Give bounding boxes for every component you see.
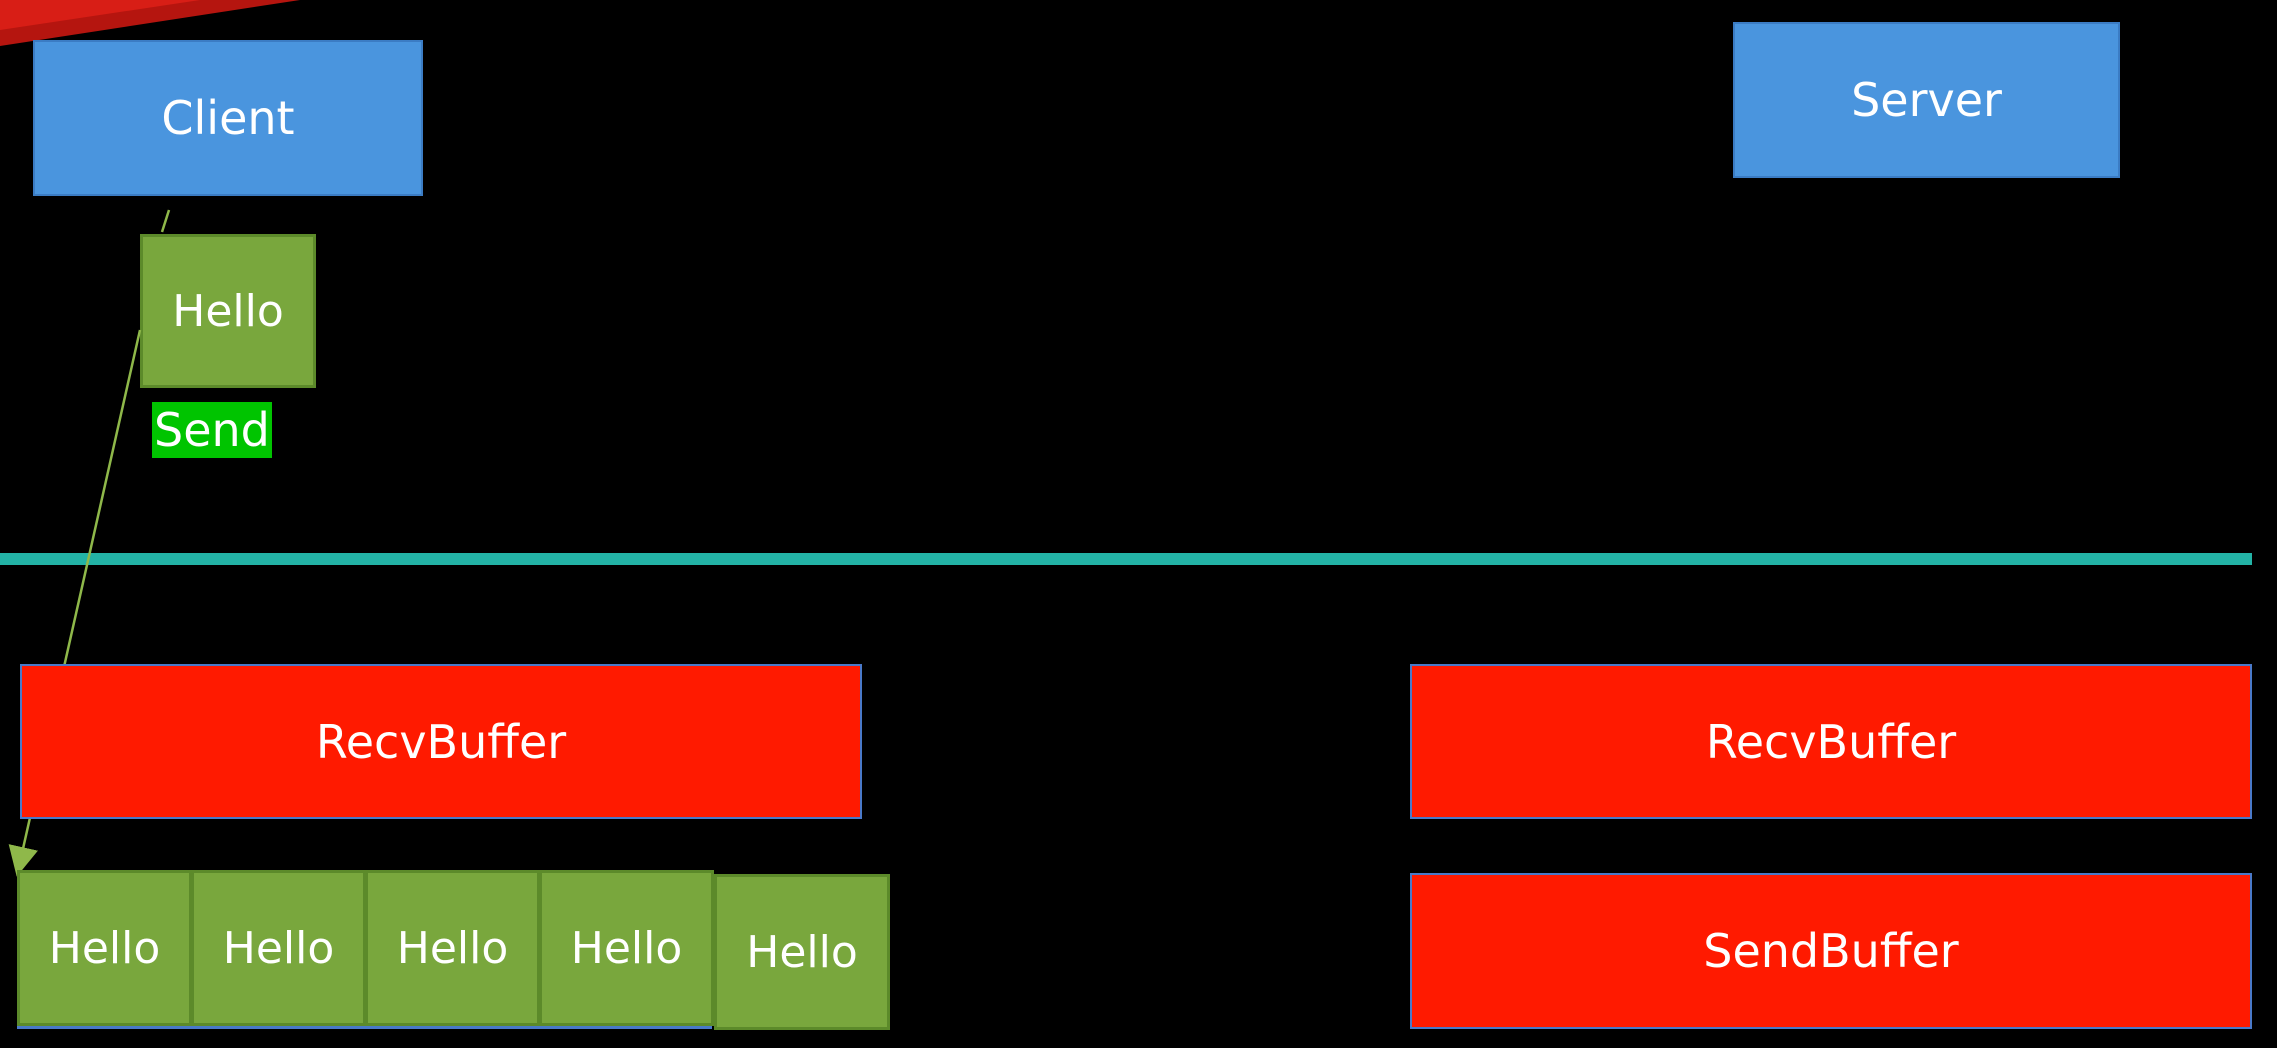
- buffered-hello-label: Hello: [570, 922, 683, 974]
- send-label: Send: [152, 402, 272, 458]
- incoming-hello-packet: Hello: [714, 874, 890, 1030]
- incoming-hello-label: Hello: [746, 926, 858, 978]
- server-send-buffer-label: SendBuffer: [1703, 924, 1959, 978]
- hello-packet-label: Hello: [172, 285, 284, 337]
- client-recv-buffer-label: RecvBuffer: [315, 714, 567, 769]
- server-send-buffer: SendBuffer: [1410, 873, 2252, 1029]
- client-send-buffer: Hello Hello Hello Hello: [17, 870, 714, 1029]
- divider-line: [0, 553, 2252, 565]
- server-recv-buffer: RecvBuffer: [1410, 664, 2252, 819]
- buffered-hello-label: Hello: [48, 922, 161, 974]
- server-node: Server: [1733, 22, 2120, 178]
- buffered-hello-label: Hello: [222, 922, 335, 974]
- client-label: Client: [161, 91, 295, 145]
- server-label: Server: [1851, 73, 2002, 127]
- hello-packet: Hello: [140, 234, 316, 388]
- slide-corner-decoration: [0, 0, 300, 46]
- client-recv-buffer: RecvBuffer: [20, 664, 862, 819]
- buffered-hello-packet: Hello: [17, 870, 192, 1026]
- client-node: Client: [33, 40, 423, 196]
- buffered-hello-packet: Hello: [365, 870, 540, 1026]
- buffered-hello-packet: Hello: [191, 870, 366, 1026]
- buffered-hello-label: Hello: [396, 922, 509, 974]
- server-recv-buffer-label: RecvBuffer: [1705, 714, 1957, 769]
- buffered-hello-packet: Hello: [539, 870, 714, 1026]
